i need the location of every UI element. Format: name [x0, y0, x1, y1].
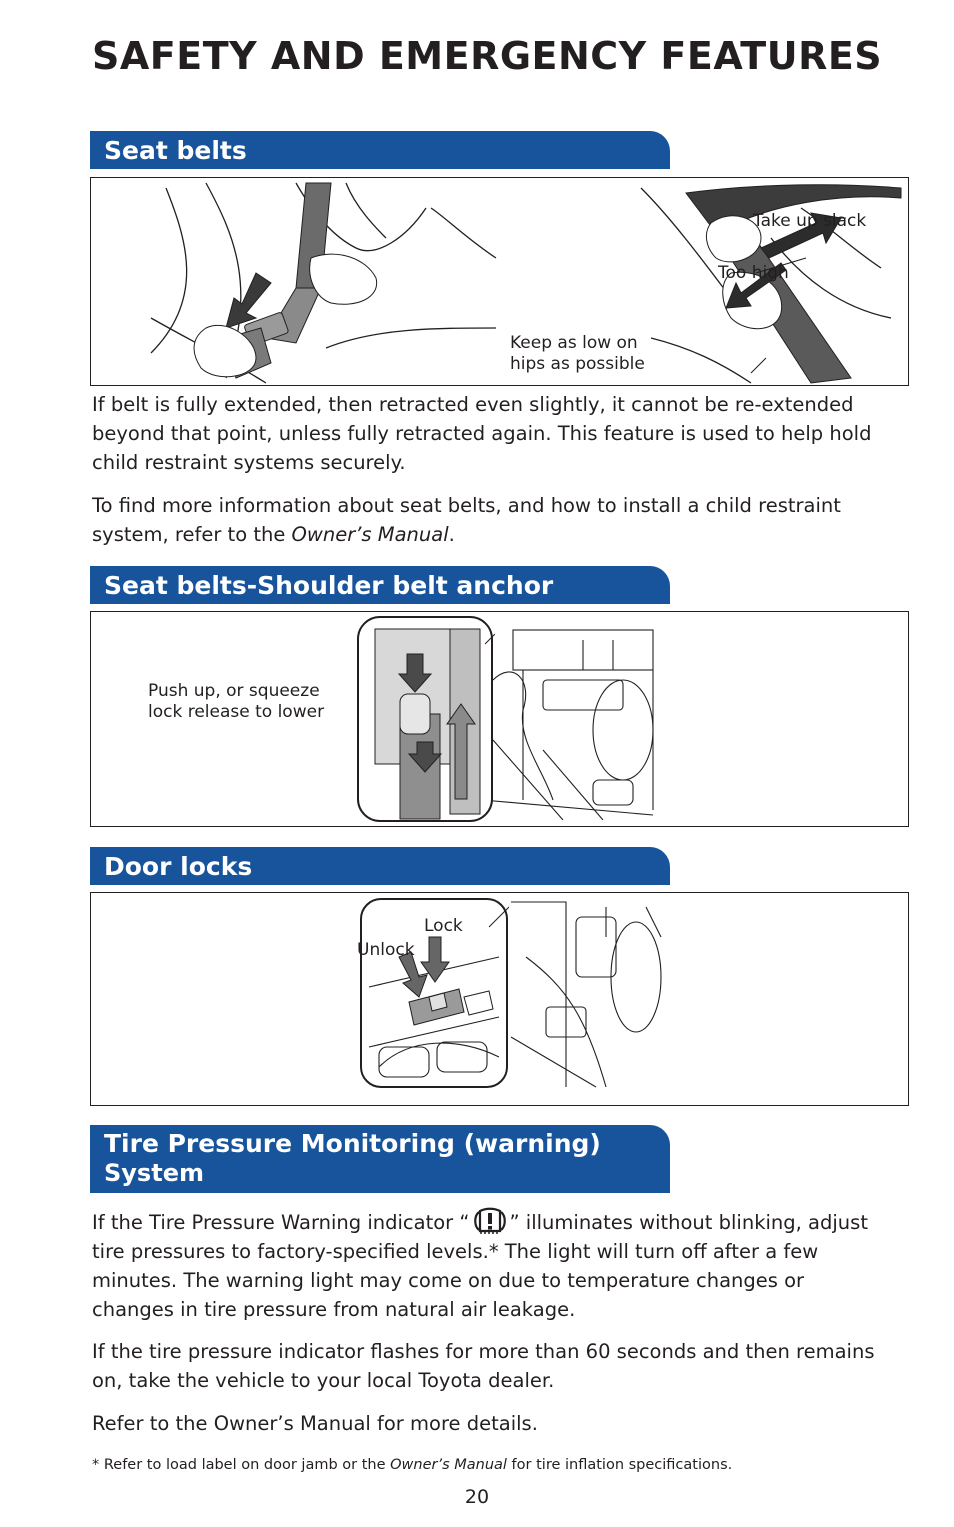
door-lock-switch-inset	[360, 898, 509, 1088]
section-header-label: Door locks	[104, 852, 253, 881]
section-header-seat-belts: Seat belts	[90, 131, 670, 169]
section-header-label: Seat belts-Shoulder belt anchor	[104, 571, 554, 600]
footnote-owners-manual: Owner’s Manual	[390, 1457, 507, 1473]
footnote-text: * Refer to load label on door jamb or th…	[92, 1457, 391, 1473]
footnote-text-end: for tire inflation specifications.	[506, 1457, 733, 1473]
seat-belt-paragraph-2-end: .	[448, 523, 455, 546]
section-header-tpms: Tire Pressure Monitoring (warning) Syste…	[90, 1125, 670, 1193]
callout-take-up-slack: Take up slack	[753, 211, 867, 231]
tpms-paragraph-1: If the Tire Pressure Warning indicator “…	[92, 1207, 892, 1324]
tpms-paragraph-1-end: ” illuminates without blinking, adjust t…	[92, 1211, 868, 1321]
callout-push-up: Push up, or squeeze lock release to lowe…	[148, 681, 325, 722]
section-header-label: Seat belts	[104, 136, 247, 165]
seat-belt-paragraph-2-text: To find more information about seat belt…	[92, 494, 841, 546]
tire-pressure-warning-icon	[473, 1207, 506, 1234]
owners-manual-reference: Owner’s Manual	[291, 523, 449, 546]
tpms-paragraph-3: Refer to the Owner’s Manual for more det…	[92, 1412, 538, 1435]
shoulder-anchor-inset	[357, 616, 495, 822]
footnote: * Refer to load label on door jamb or th…	[92, 1457, 732, 1473]
section-header-label: Tire Pressure Monitoring (warning)	[104, 1129, 601, 1158]
callout-unlock: Unlock	[357, 940, 415, 960]
page-title: SAFETY AND EMERGENCY FEATURES	[92, 34, 883, 78]
door-locks-illustration-box: Lock Unlock	[90, 892, 909, 1106]
seat-belt-buckle-illustration	[150, 182, 497, 384]
shoulder-anchor-illustration-box: Push up, or squeeze lock release to lowe…	[90, 611, 909, 827]
door-panel-illustration	[510, 901, 662, 1088]
section-header-shoulder-anchor: Seat belts-Shoulder belt anchor	[90, 566, 670, 604]
tpms-paragraph-1-text: If the Tire Pressure Warning indicator “	[92, 1211, 470, 1234]
seat-belt-paragraph-2: To find more information about seat belt…	[92, 491, 892, 549]
callout-lock: Lock	[424, 916, 463, 936]
page-number: 20	[464, 1486, 490, 1508]
seat-belt-illustration-box: Take up slack Too high Keep as low on hi…	[90, 177, 909, 386]
callout-keep-low: Keep as low on hips as possible	[510, 333, 645, 375]
cabin-interior-illustration	[483, 629, 654, 820]
section-header-label-line2: System	[104, 1159, 204, 1187]
seat-belt-paragraph-1: If belt is fully extended, then retracte…	[92, 393, 872, 474]
callout-too-high: Too high	[718, 263, 789, 283]
tpms-paragraph-2: If the tire pressure indicator flashes f…	[92, 1340, 875, 1392]
lap-belt-adjust-illustration	[640, 184, 902, 384]
section-header-door-locks: Door locks	[90, 847, 670, 885]
